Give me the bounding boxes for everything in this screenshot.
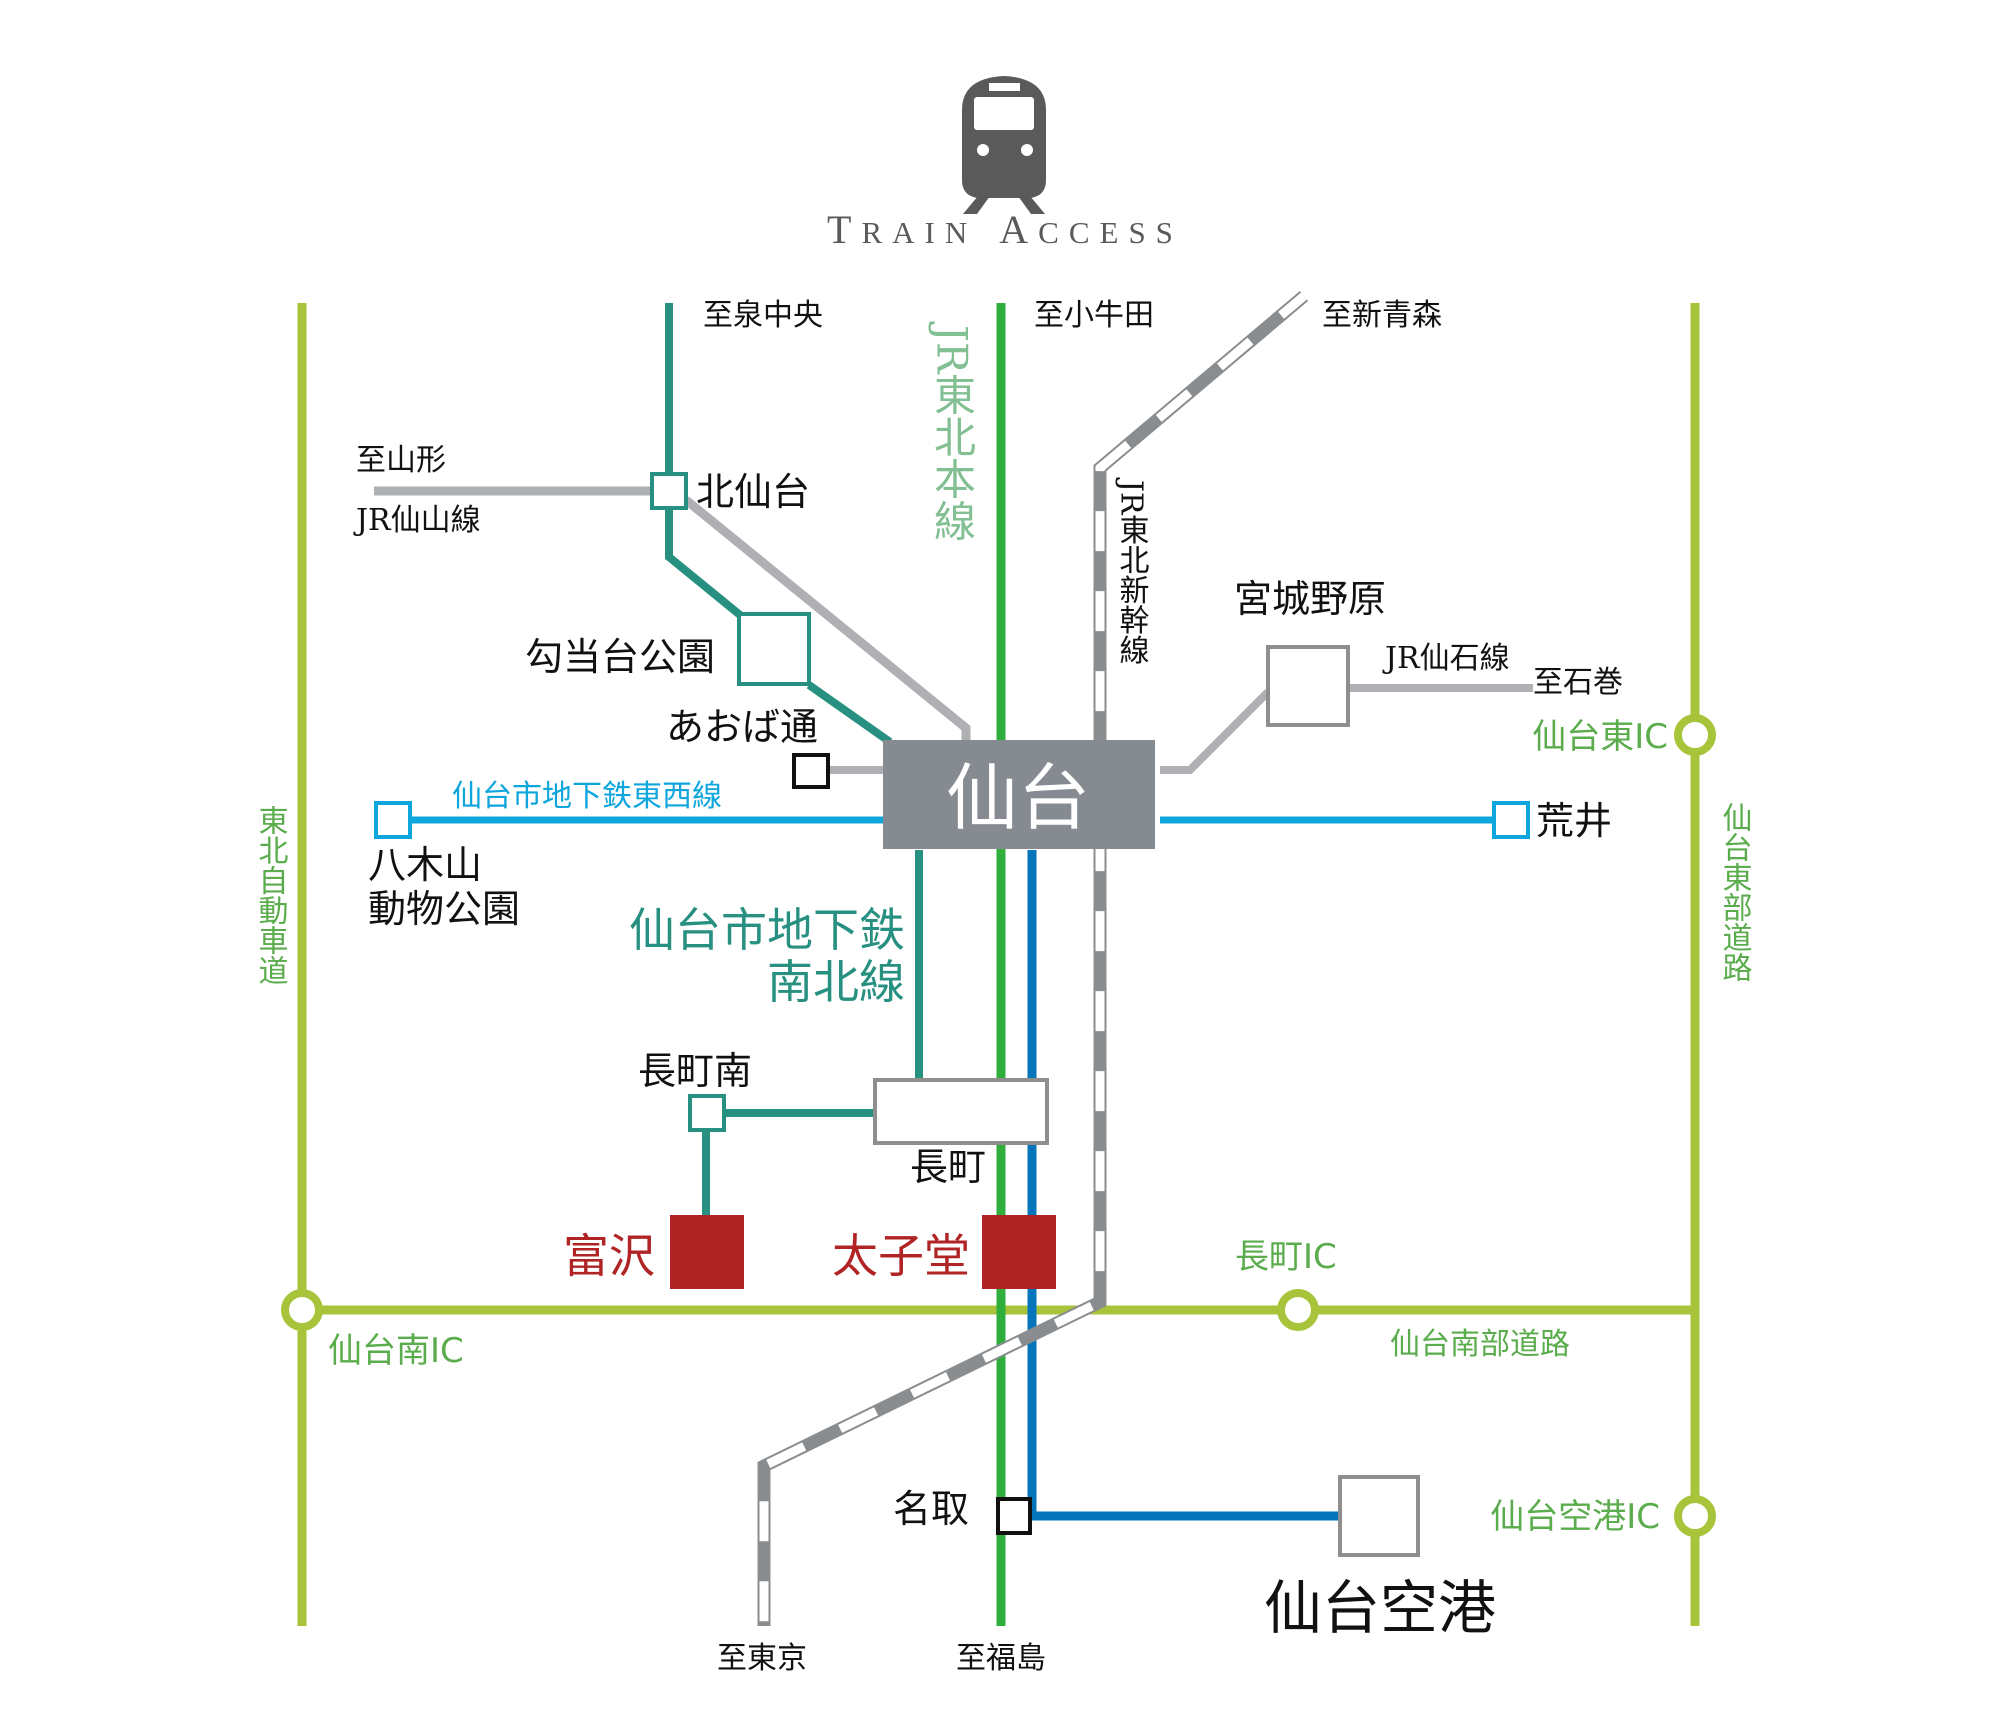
line-jr-senzan (374, 486, 971, 742)
ic-sendai-kuko-marker[interactable] (1674, 1495, 1716, 1537)
line-label-jr-tohoku: JR東北本線 (928, 321, 977, 541)
station-miyaginohara-marker[interactable] (1266, 645, 1350, 727)
station-koutoudai-koen-label: 勾当台公園 (525, 635, 715, 679)
highlight-tomizawa-label: 富沢 (563, 1229, 655, 1283)
station-arai-label: 荒井 (1536, 799, 1612, 843)
station-yagiyama-label-1: 八木山 (368, 843, 482, 887)
line-label-jr-shinkansen: JR東北新幹線 (1114, 477, 1149, 665)
station-nagamachi-minami-marker[interactable] (688, 1094, 726, 1132)
direction-ishinomaki: 至石巻 (1533, 665, 1623, 700)
station-arai-marker[interactable] (1492, 801, 1530, 839)
ic-nagamachi-marker[interactable] (1277, 1289, 1319, 1331)
station-yagiyama-marker[interactable] (374, 801, 412, 839)
line-jr-shinkansen (757, 291, 1309, 1626)
line-label-namboku-1: 仙台市地下鉄 (629, 903, 905, 957)
station-kita-sendai-marker[interactable] (650, 472, 688, 510)
station-aoba-dori-marker[interactable] (792, 753, 830, 789)
line-label-jr-senzan: JR仙山線 (353, 503, 481, 538)
ic-sendai-minami-label: 仙台南IC (328, 1331, 464, 1371)
direction-izumi-chuo: 至泉中央 (703, 298, 823, 333)
station-kita-sendai-label: 北仙台 (696, 470, 810, 514)
ic-sendai-higashi-marker[interactable] (1674, 714, 1716, 756)
station-aoba-dori-label: あおば通 (666, 705, 818, 749)
line-namboku (665, 303, 923, 1215)
station-nagamachi-marker[interactable] (873, 1078, 1049, 1145)
highlight-taishido-label: 太子堂 (832, 1229, 970, 1283)
ic-markers (281, 714, 1716, 1537)
line-label-namboku-2: 南北線 (767, 955, 905, 1009)
station-miyaginohara-label: 宮城野原 (1234, 577, 1386, 621)
line-sendai-airport (1027, 850, 1340, 1521)
station-sendai-airport-label: 仙台空港 (1264, 1574, 1496, 1642)
road-label-sendai-tobu: 仙台東部道路 (1717, 802, 1753, 982)
station-yagiyama-label-2: 動物公園 (368, 887, 520, 931)
highlight-tomizawa-marker[interactable] (670, 1215, 744, 1289)
direction-kogota: 至小牛田 (1034, 298, 1154, 333)
station-natori-label: 名取 (893, 1487, 969, 1531)
line-label-jr-senseki: JR仙石線 (1382, 641, 1510, 676)
ic-sendai-kuko-label: 仙台空港IC (1490, 1497, 1660, 1537)
ic-nagamachi-label: 長町IC (1235, 1237, 1337, 1277)
road-label-tohoku-expressway: 東北自動車道 (253, 805, 288, 985)
direction-fukushima: 至福島 (956, 1641, 1046, 1676)
highlight-taishido-marker[interactable] (982, 1215, 1056, 1289)
line-label-tozai: 仙台市地下鉄東西線 (452, 779, 722, 814)
station-sendai-hub[interactable] (883, 740, 1155, 849)
station-koutoudai-koen-marker[interactable] (737, 612, 811, 686)
ic-sendai-minami-marker[interactable] (281, 1289, 323, 1331)
ic-sendai-higashi-label: 仙台東IC (1532, 717, 1668, 757)
station-sendai-label: 仙台 (946, 756, 1090, 840)
station-nagamachi-minami-label: 長町南 (638, 1049, 752, 1093)
direction-tokyo: 至東京 (717, 1641, 807, 1676)
direction-yamagata: 至山形 (356, 443, 446, 478)
road-label-sendai-nanbu: 仙台南部道路 (1390, 1327, 1570, 1362)
direction-shin-aomori: 至新青森 (1322, 298, 1442, 333)
station-nagamachi-label: 長町 (910, 1145, 986, 1189)
station-sendai-airport-marker[interactable] (1338, 1475, 1420, 1557)
train-icon (962, 76, 1046, 214)
station-natori-marker[interactable] (996, 1497, 1032, 1535)
line-jr-senseki (828, 684, 1533, 774)
